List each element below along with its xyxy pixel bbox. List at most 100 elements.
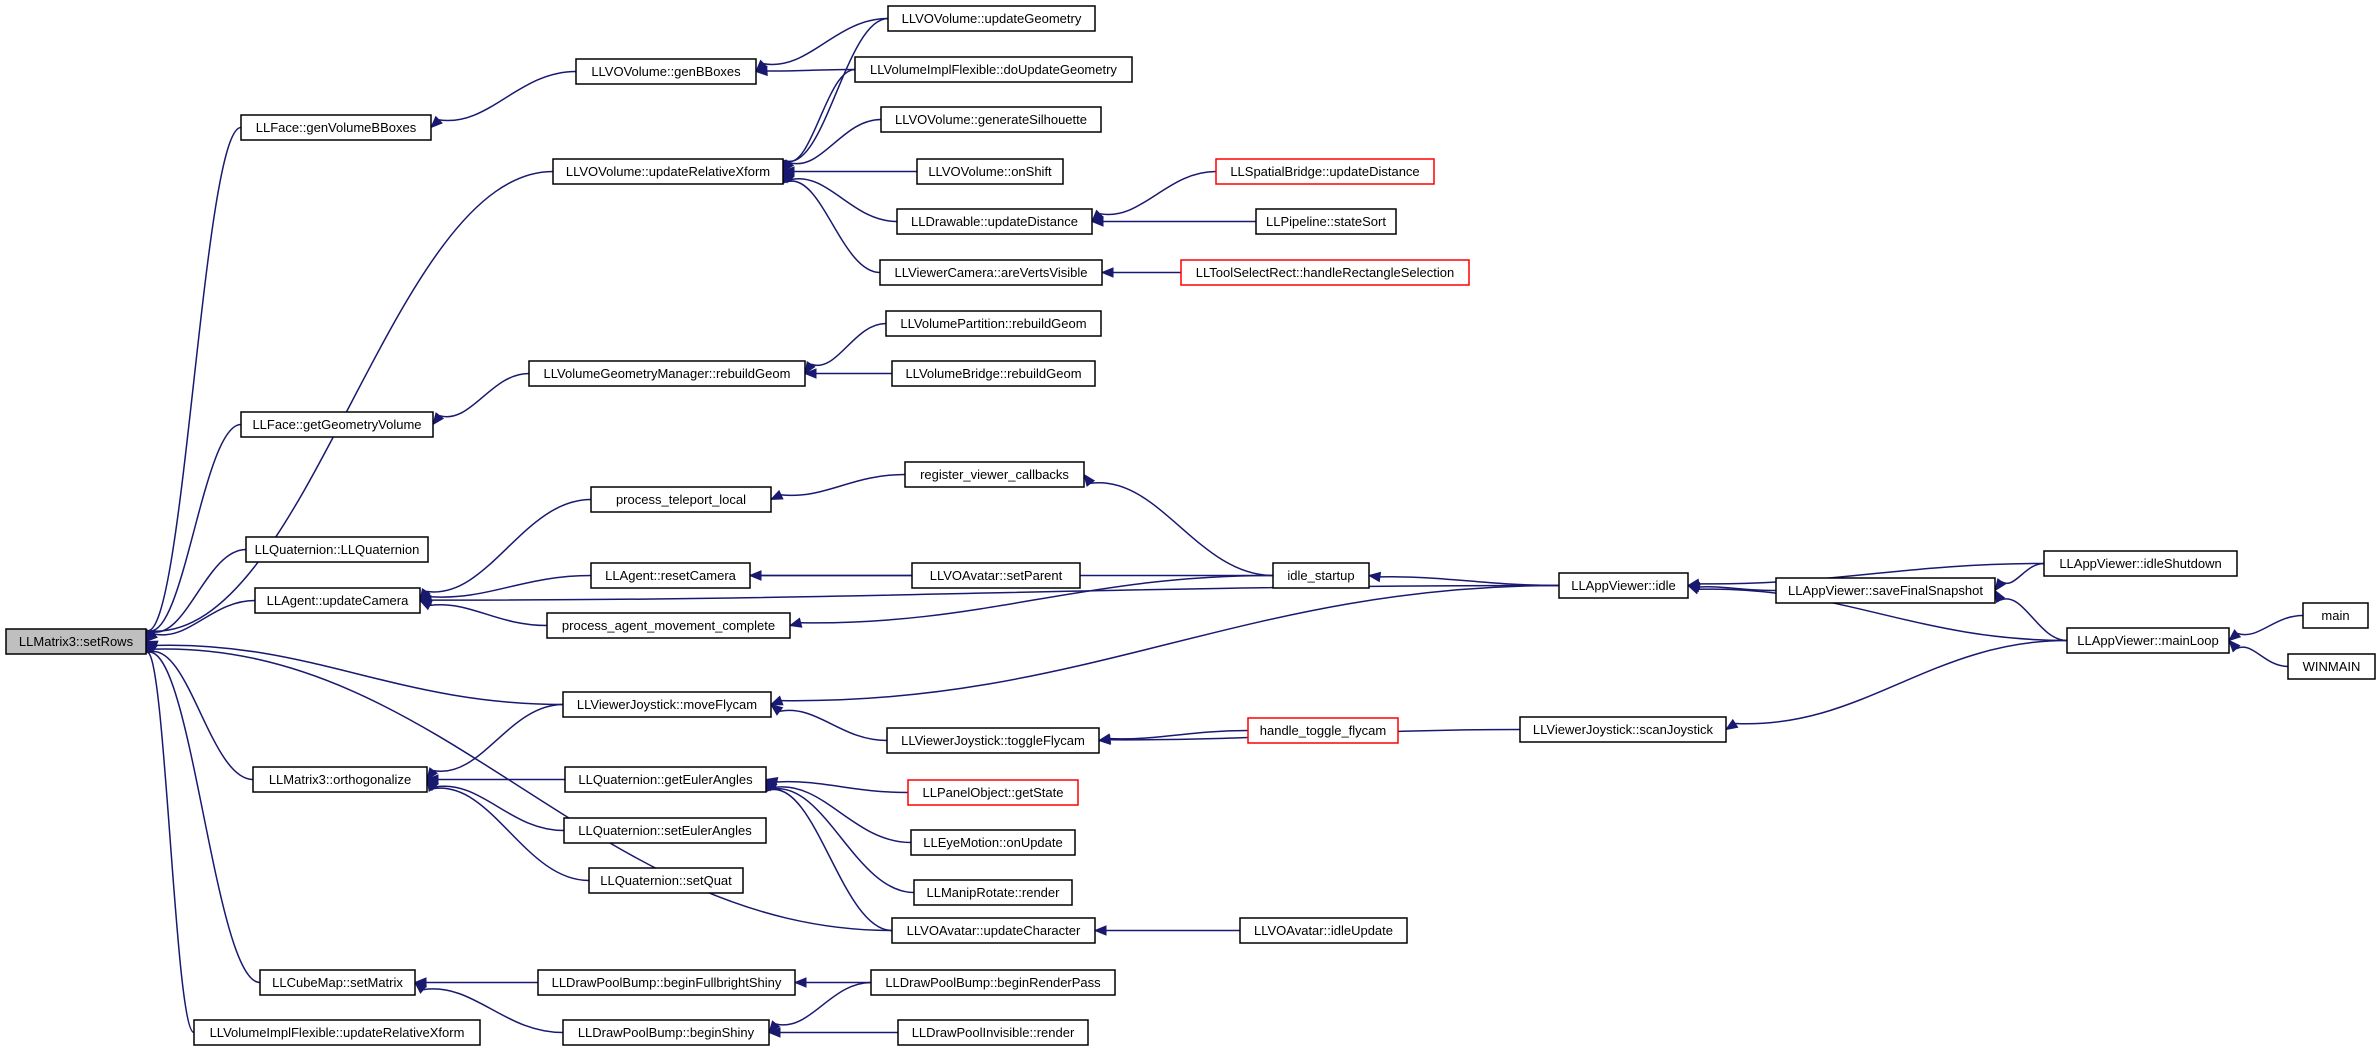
node-label: LLCubeMap::setMatrix xyxy=(272,975,403,990)
node-idleStartup[interactable]: idle_startup xyxy=(1272,562,1370,589)
node-scanJoystick[interactable]: LLViewerJoystick::scanJoystick xyxy=(1519,716,1727,743)
edge-spatialUpdateDistance-to-drawableUpdateDistance xyxy=(1091,170,1217,223)
node-doUpdateGeometry[interactable]: LLVolumeImplFlexible::doUpdateGeometry xyxy=(854,56,1133,83)
node-managerRebuildGeom[interactable]: LLVolumeGeometryManager::rebuildGeom xyxy=(528,360,806,387)
node-label: LLVOVolume::genBBoxes xyxy=(591,64,741,79)
node-label: LLFace::genVolumeBBoxes xyxy=(256,120,417,135)
node-box xyxy=(897,1019,1089,1046)
node-genBBoxes[interactable]: LLVOVolume::genBBoxes xyxy=(575,58,757,85)
node-updateCamera[interactable]: LLAgent::updateCamera xyxy=(254,587,421,614)
node-label: LLQuaternion::LLQuaternion xyxy=(255,542,420,557)
node-box xyxy=(907,779,1079,806)
node-box xyxy=(2043,550,2238,577)
edge-genVolumeBBoxes-to-setRows xyxy=(141,126,242,643)
node-registerViewerCallbacks[interactable]: register_viewer_callbacks xyxy=(904,461,1085,488)
node-box xyxy=(254,587,421,614)
node-bridgeRebuildGeom[interactable]: LLVolumeBridge::rebuildGeom xyxy=(891,360,1096,387)
node-updateCharacter[interactable]: LLVOAvatar::updateCharacter xyxy=(891,917,1096,944)
edge-genBBoxes-to-genVolumeBBoxes xyxy=(430,70,577,129)
node-setParent[interactable]: LLVOAvatar::setParent xyxy=(911,562,1081,589)
edge-updateGeometry-to-updateRelativeXform xyxy=(780,17,889,173)
node-mainFn[interactable]: main xyxy=(2302,602,2369,629)
node-updateRelativeXform[interactable]: LLVOVolume::updateRelativeXform xyxy=(552,158,784,185)
node-onShift[interactable]: LLVOVolume::onShift xyxy=(916,158,1064,185)
node-orthogonalize[interactable]: LLMatrix3::orthogonalize xyxy=(252,766,428,793)
node-label: LLDrawPoolBump::beginShiny xyxy=(578,1025,755,1040)
node-generateSilhouette[interactable]: LLVOVolume::generateSilhouette xyxy=(880,106,1102,133)
node-box xyxy=(552,158,784,185)
node-box xyxy=(886,727,1100,754)
node-updateGeometry[interactable]: LLVOVolume::updateGeometry xyxy=(887,5,1096,32)
node-invisibleRender[interactable]: LLDrawPoolInvisible::render xyxy=(897,1019,1089,1046)
node-label: LLEyeMotion::onUpdate xyxy=(923,835,1062,850)
node-beginShiny[interactable]: LLDrawPoolBump::beginShiny xyxy=(562,1019,770,1046)
node-box xyxy=(588,867,744,894)
node-manipRotateRender[interactable]: LLManipRotate::render xyxy=(913,879,1073,906)
node-getGeometryVolume[interactable]: LLFace::getGeometryVolume xyxy=(240,411,434,438)
node-appIdle[interactable]: LLAppViewer::idle xyxy=(1558,572,1689,599)
node-getState[interactable]: LLPanelObject::getState xyxy=(907,779,1079,806)
node-toggleFlycam[interactable]: LLViewerJoystick::toggleFlycam xyxy=(886,727,1100,754)
node-handleRectangleSelection[interactable]: LLToolSelectRect::handleRectangleSelecti… xyxy=(1180,259,1470,286)
node-box xyxy=(891,917,1096,944)
node-eyeMotionOnUpdate[interactable]: LLEyeMotion::onUpdate xyxy=(910,829,1076,856)
node-label: process_agent_movement_complete xyxy=(562,618,775,633)
node-label: LLVOVolume::onShift xyxy=(928,164,1052,179)
node-box xyxy=(564,766,767,793)
node-box xyxy=(879,259,1103,286)
node-box xyxy=(528,360,806,387)
node-label: LLVOAvatar::idleUpdate xyxy=(1254,923,1393,938)
node-label: LLVOAvatar::setParent xyxy=(930,568,1063,583)
node-drawableUpdateDistance[interactable]: LLDrawable::updateDistance xyxy=(896,208,1093,235)
node-getEulerAngles[interactable]: LLQuaternion::getEulerAngles xyxy=(564,766,767,793)
node-label: LLMatrix3::orthogonalize xyxy=(269,772,411,787)
node-beginRenderPass[interactable]: LLDrawPoolBump::beginRenderPass xyxy=(870,969,1116,996)
node-label: LLQuaternion::getEulerAngles xyxy=(578,772,753,787)
node-spatialUpdateDistance[interactable]: LLSpatialBridge::updateDistance xyxy=(1215,158,1435,185)
node-box xyxy=(904,461,1085,488)
node-box xyxy=(563,817,767,844)
node-box xyxy=(240,411,434,438)
node-winMain[interactable]: WINMAIN xyxy=(2287,653,2376,680)
edge-onShift-to-updateRelativeXform xyxy=(781,166,917,177)
node-box xyxy=(1255,208,1397,235)
node-setMatrix[interactable]: LLCubeMap::setMatrix xyxy=(259,969,416,996)
node-mainLoop[interactable]: LLAppViewer::mainLoop xyxy=(2066,627,2230,654)
node-processTeleportLocal[interactable]: process_teleport_local xyxy=(590,486,772,513)
node-moveFlycam[interactable]: LLViewerJoystick::moveFlycam xyxy=(562,691,772,718)
node-label: LLViewerJoystick::moveFlycam xyxy=(577,697,757,712)
node-label: LLDrawPoolBump::beginFullbrightShiny xyxy=(552,975,782,990)
edge-idleStartup-to-registerViewerCallbacks xyxy=(1083,473,1274,577)
edge-mainFn-to-mainLoop xyxy=(2227,614,2304,642)
node-idleUpdate[interactable]: LLVOAvatar::idleUpdate xyxy=(1239,917,1408,944)
edge-handleToggleFlycam-to-toggleFlycam xyxy=(1097,729,1249,744)
node-handleToggleFlycam[interactable]: handle_toggle_flycam xyxy=(1247,717,1399,744)
node-genVolumeBBoxes[interactable]: LLFace::genVolumeBBoxes xyxy=(240,114,432,141)
node-box xyxy=(916,158,1064,185)
node-flexUpdateRelativeXform[interactable]: LLVolumeImplFlexible::updateRelativeXfor… xyxy=(193,1019,481,1046)
node-label: LLDrawable::updateDistance xyxy=(911,214,1078,229)
node-setEulerAngles[interactable]: LLQuaternion::setEulerAngles xyxy=(563,817,767,844)
node-box xyxy=(1247,717,1399,744)
node-box xyxy=(259,969,416,996)
node-label: LLVOVolume::generateSilhouette xyxy=(895,112,1087,127)
node-saveFinalSnapshot[interactable]: LLAppViewer::saveFinalSnapshot xyxy=(1775,577,1996,604)
node-label: LLViewerCamera::areVertsVisible xyxy=(895,265,1088,280)
edge-appIdle-to-updateCamera xyxy=(418,584,1560,606)
node-box xyxy=(854,56,1133,83)
node-box xyxy=(910,829,1076,856)
edge-eyeMotionOnUpdate-to-getEulerAngles xyxy=(765,778,912,844)
node-partitionRebuildGeom[interactable]: LLVolumePartition::rebuildGeom xyxy=(885,310,1102,337)
node-processAgentMovement[interactable]: process_agent_movement_complete xyxy=(546,612,791,639)
node-idleShutdown[interactable]: LLAppViewer::idleShutdown xyxy=(2043,550,2238,577)
node-areVertsVisible[interactable]: LLViewerCamera::areVertsVisible xyxy=(879,259,1103,286)
node-beginFullbrightShiny[interactable]: LLDrawPoolBump::beginFullbrightShiny xyxy=(537,969,796,996)
node-stateSort[interactable]: LLPipeline::stateSort xyxy=(1255,208,1397,235)
node-resetCamera[interactable]: LLAgent::resetCamera xyxy=(590,562,751,589)
node-llQuaternionCtor[interactable]: LLQuaternion::LLQuaternion xyxy=(245,536,429,563)
node-box xyxy=(880,106,1102,133)
node-setQuat[interactable]: LLQuaternion::setQuat xyxy=(588,867,744,894)
node-label: idle_startup xyxy=(1287,568,1354,583)
node-label: LLVolumeImplFlexible::updateRelativeXfor… xyxy=(210,1025,465,1040)
node-setRows[interactable]: LLMatrix3::setRows xyxy=(5,628,147,655)
